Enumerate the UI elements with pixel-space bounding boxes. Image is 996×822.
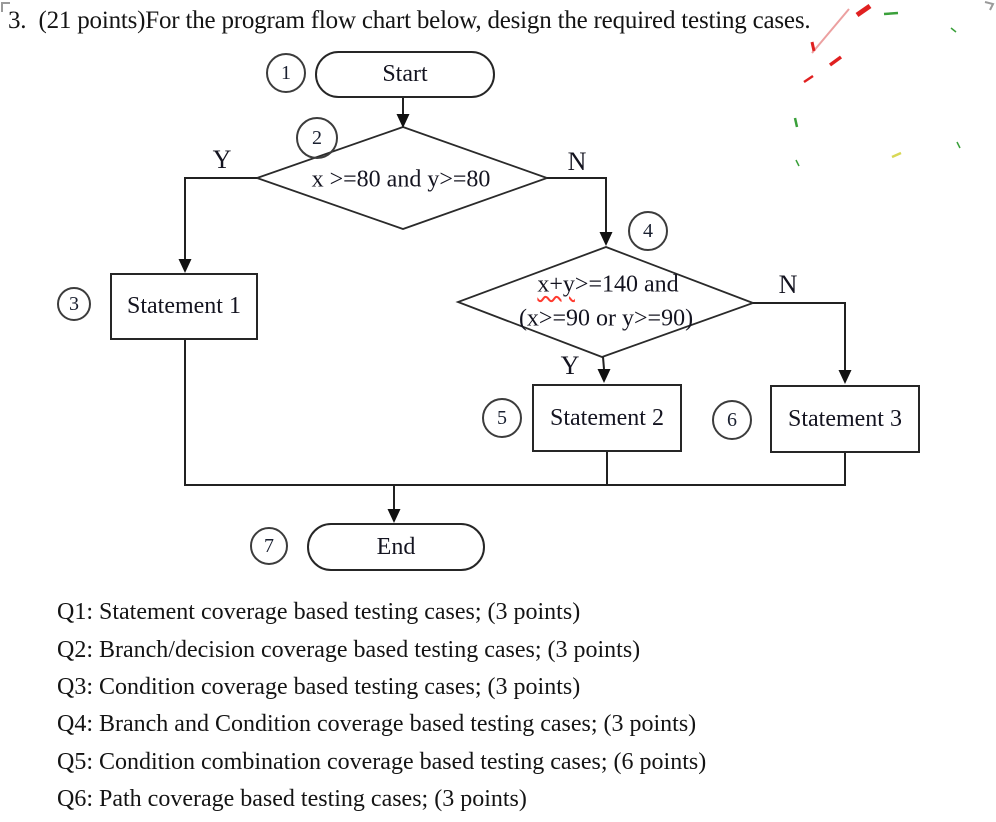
arrowhead <box>387 509 401 523</box>
step-badge-4: 4 <box>628 211 668 251</box>
pen-mark <box>883 11 899 16</box>
decision2-label-underlined: x+y <box>537 271 575 298</box>
page-title: 3. (21 points)For the program flow chart… <box>8 7 811 34</box>
edge-decision2-no-to-statement3 <box>753 302 846 370</box>
step-badge-5: 5 <box>482 398 522 438</box>
decision2-yes-label: Y <box>560 351 580 380</box>
pen-mark <box>793 117 799 128</box>
node-end-label: End <box>376 533 416 560</box>
question-q6: Q6: Path coverage based testing cases; (… <box>57 786 527 813</box>
decision1-yes-label: Y <box>212 145 232 174</box>
node-statement3-label: Statement 3 <box>788 405 902 432</box>
pen-mark <box>891 151 902 159</box>
pen-mark <box>828 55 843 67</box>
question-q1: Q1: Statement coverage based testing cas… <box>57 599 581 626</box>
edge-decision1-no-to-decision2 <box>547 177 607 232</box>
question-q2: Q2: Branch/decision coverage based testi… <box>57 636 641 663</box>
arrowhead <box>396 114 410 128</box>
pen-mark <box>795 159 800 167</box>
pen-mark <box>803 74 814 84</box>
node-end: End <box>307 523 485 571</box>
decision1-no-label: N <box>567 147 587 176</box>
pen-mark <box>811 8 850 54</box>
node-statement3: Statement 3 <box>770 385 920 453</box>
step-badge-1: 1 <box>266 53 306 93</box>
node-start-label: Start <box>382 61 428 87</box>
node-statement1-label: Statement 1 <box>127 293 241 319</box>
scan-corner-mark <box>1 2 10 12</box>
decision2-label-line1: x+y>=140 and <box>537 272 678 299</box>
decision2-label-line1-rest: >=140 and <box>574 271 679 298</box>
decision2-no-label: N <box>778 270 798 299</box>
pen-mark <box>950 27 957 33</box>
decision1-label: x >=80 and y>=80 <box>311 166 491 193</box>
decision2-diamond <box>455 246 756 358</box>
question-q3: Q3: Condition coverage based testing cas… <box>57 673 581 700</box>
node-start: Start <box>315 51 495 98</box>
node-statement1: Statement 1 <box>110 273 258 340</box>
step-badge-2: 2 <box>296 117 338 159</box>
arrowhead <box>597 369 611 383</box>
pen-mark <box>855 3 872 18</box>
decision2-label-line2: (x>=90 or y>=90) <box>518 305 694 332</box>
arrowhead <box>599 232 613 246</box>
question-q4: Q4: Branch and Condition coverage based … <box>57 711 697 738</box>
node-statement2-label: Statement 2 <box>550 404 664 431</box>
pen-mark <box>810 41 816 52</box>
scan-corner-mark <box>984 1 995 11</box>
scan-artifacts <box>1 1 995 167</box>
question-q5: Q5: Condition combination coverage based… <box>57 748 707 775</box>
pen-mark <box>956 141 961 149</box>
step-badge-3: 3 <box>57 287 91 321</box>
decision1-diamond <box>254 126 550 230</box>
edge-decision2-yes-to-statement2 <box>602 356 605 370</box>
question-list: Q1: Statement coverage based testing cas… <box>57 594 706 818</box>
node-statement2: Statement 2 <box>532 384 682 452</box>
step-badge-7: 7 <box>250 527 288 565</box>
arrowhead <box>178 259 192 273</box>
arrowhead <box>838 370 852 384</box>
step-badge-6: 6 <box>712 400 752 440</box>
edge-decision1-yes-to-statement1 <box>184 177 257 259</box>
